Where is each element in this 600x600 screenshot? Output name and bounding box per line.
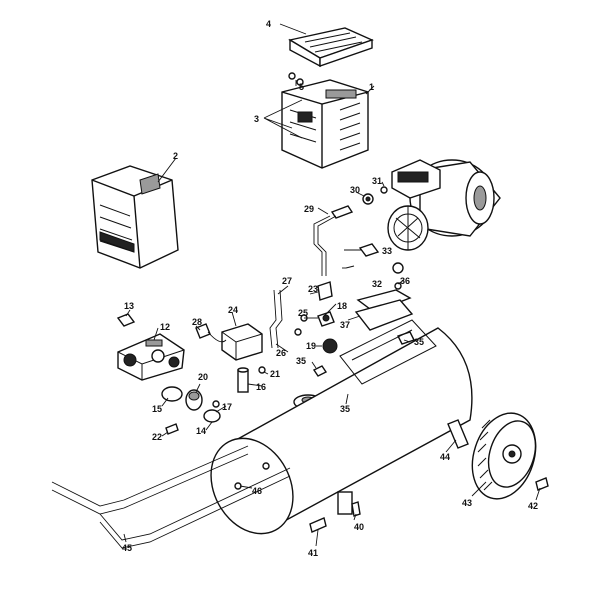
callout-19: 19 bbox=[306, 341, 316, 351]
callout-13: 13 bbox=[124, 301, 134, 311]
mounting-plate bbox=[354, 282, 414, 331]
callout-27: 27 bbox=[282, 276, 292, 286]
callout-20: 20 bbox=[198, 372, 208, 382]
callout-1: 1 bbox=[369, 82, 374, 92]
callout-14: 14 bbox=[196, 426, 206, 436]
callout-21: 21 bbox=[270, 369, 280, 379]
handle bbox=[51, 445, 291, 549]
discharge-tube bbox=[313, 205, 354, 276]
bracket bbox=[269, 289, 302, 349]
callout-36: 36 bbox=[400, 276, 410, 286]
callout-24: 24 bbox=[228, 305, 238, 315]
callout-35c: 35 bbox=[340, 404, 350, 414]
callout-41: 41 bbox=[308, 548, 318, 558]
callout-37: 37 bbox=[340, 320, 350, 330]
leader-lines bbox=[123, 23, 541, 547]
callout-2: 2 bbox=[173, 151, 178, 161]
top-cover-panel bbox=[288, 27, 374, 68]
callout-22: 22 bbox=[152, 432, 162, 442]
callout-28: 28 bbox=[192, 317, 202, 327]
callout-32: 32 bbox=[372, 279, 382, 289]
callout-40: 40 bbox=[354, 522, 364, 532]
callout-45: 45 bbox=[122, 543, 132, 553]
side-shroud bbox=[91, 165, 179, 269]
callout-16: 16 bbox=[256, 382, 266, 392]
callout-30: 30 bbox=[350, 185, 360, 195]
callout-44: 44 bbox=[440, 452, 450, 462]
shroud-housing bbox=[281, 79, 369, 169]
check-valve bbox=[317, 281, 335, 327]
callout-42: 42 bbox=[528, 501, 538, 511]
callout-43: 43 bbox=[462, 498, 472, 508]
pressure-switch bbox=[221, 323, 263, 361]
callout-35a: 35 bbox=[296, 356, 306, 366]
hardware-bolts bbox=[234, 462, 549, 533]
callout-35b: 35 bbox=[414, 337, 424, 347]
callout-18: 18 bbox=[337, 301, 347, 311]
callout-17: 17 bbox=[222, 402, 232, 412]
callout-46: 46 bbox=[252, 486, 262, 496]
callout-4: 4 bbox=[266, 19, 271, 29]
cover-screws bbox=[288, 72, 304, 86]
callout-29: 29 bbox=[304, 204, 314, 214]
callout-33: 33 bbox=[382, 246, 392, 256]
callout-5: 5 bbox=[299, 82, 304, 92]
unloader-fitting bbox=[345, 243, 404, 274]
callout-3: 3 bbox=[254, 114, 259, 124]
callout-31: 31 bbox=[372, 176, 382, 186]
callout-26: 26 bbox=[276, 348, 286, 358]
motor-fittings bbox=[362, 186, 388, 205]
callout-15: 15 bbox=[152, 404, 162, 414]
motor-pump-assembly bbox=[387, 159, 501, 251]
power-cord-plug bbox=[195, 323, 227, 343]
callout-23: 23 bbox=[308, 284, 318, 294]
small-fittings bbox=[161, 366, 266, 435]
gauge-panel bbox=[116, 313, 185, 381]
callout-25: 25 bbox=[298, 308, 308, 318]
wheel bbox=[471, 412, 537, 500]
callout-12: 12 bbox=[160, 322, 170, 332]
callout-labels: 1 2 3 4 5 12 13 14 15 16 17 18 19 20 21 … bbox=[122, 19, 538, 558]
